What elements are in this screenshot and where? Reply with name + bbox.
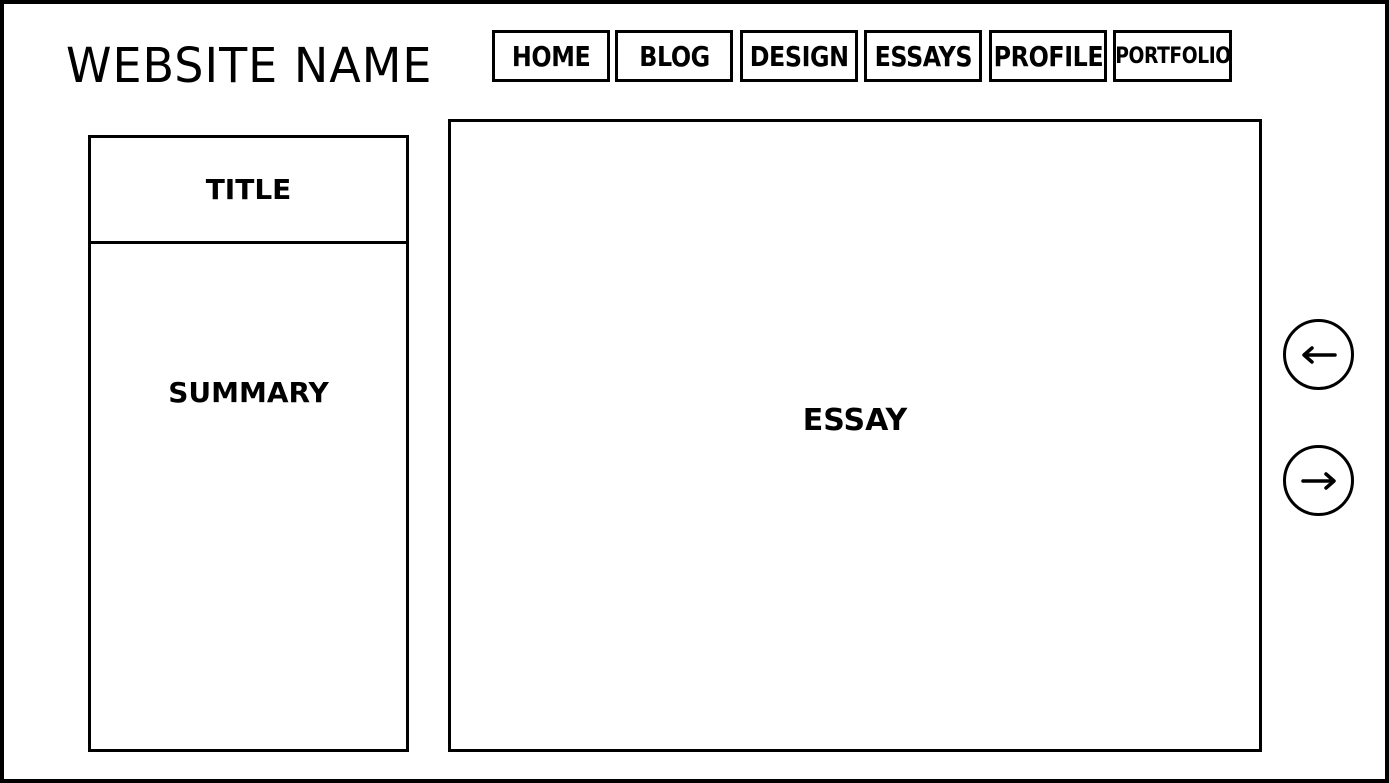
nav-label: DESIGN [749, 39, 849, 73]
essay-content: ESSAY [802, 403, 908, 438]
essay-title: TITLE [91, 138, 406, 244]
nav-blog[interactable]: BLOG [615, 30, 733, 82]
nav-label: ESSAYS [874, 39, 972, 73]
site-name[interactable]: WEBSITE NAME [66, 36, 433, 94]
nav-label: BLOG [638, 39, 710, 73]
nav-design[interactable]: DESIGN [740, 30, 858, 82]
nav-label: PORTFOLIO [1114, 43, 1231, 69]
essay-content-panel: ESSAY [448, 119, 1262, 752]
nav-profile[interactable]: PROFILE [989, 30, 1107, 82]
next-button[interactable] [1283, 445, 1354, 516]
nav-label: PROFILE [993, 39, 1103, 73]
nav-essays[interactable]: ESSAYS [864, 30, 982, 82]
wireframe-canvas: WEBSITE NAME [4, 4, 1385, 779]
nav-home[interactable]: HOME [492, 30, 610, 82]
summary-panel: TITLE SUMMARY [88, 135, 409, 752]
nav-portfolio[interactable]: PORTFOLIO [1113, 30, 1232, 82]
arrow-left-icon [1301, 345, 1337, 364]
previous-button[interactable] [1283, 319, 1354, 390]
nav-label: HOME [511, 39, 591, 73]
essay-summary: SUMMARY [168, 376, 329, 409]
arrow-right-icon [1300, 471, 1336, 490]
